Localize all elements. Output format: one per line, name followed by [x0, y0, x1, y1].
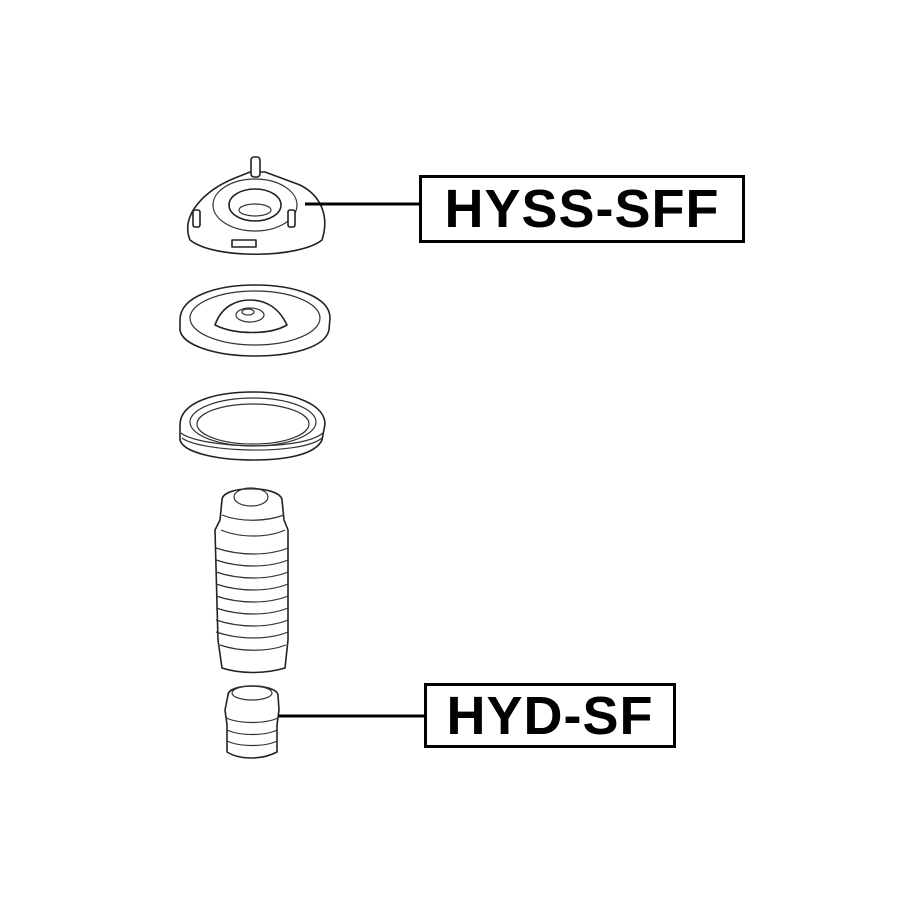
spring-seat-ring-part: [179, 391, 326, 461]
dust-boot-part: [214, 487, 289, 674]
part-label-bump-stop: HYD-SF: [424, 683, 676, 748]
part-label-strut-mount: HYSS-SFF: [419, 175, 745, 243]
strut-mount-part: [187, 156, 326, 256]
bearing-plate-part: [179, 284, 331, 357]
bump-stop-part: [224, 685, 280, 759]
